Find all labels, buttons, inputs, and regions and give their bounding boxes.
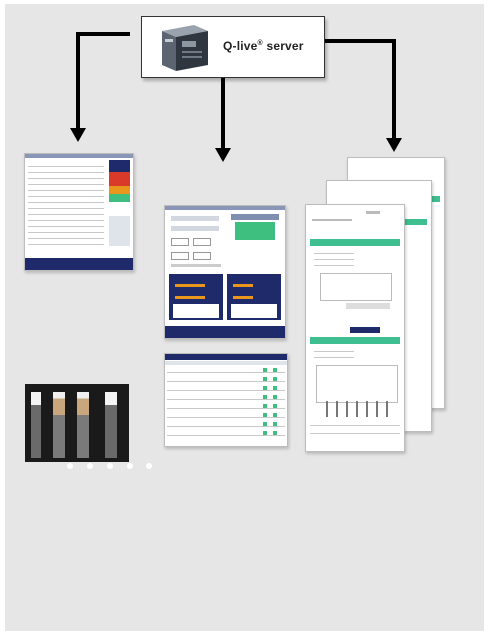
arrow-head-left bbox=[70, 128, 86, 142]
server-label: Q-live® server bbox=[223, 39, 304, 53]
arrow-head-right bbox=[386, 138, 402, 152]
more-dot bbox=[87, 463, 93, 469]
vials-photo bbox=[25, 384, 129, 462]
alert-green bbox=[109, 194, 130, 202]
more-dot bbox=[127, 463, 133, 469]
alert-red bbox=[109, 172, 130, 186]
more-dot bbox=[146, 463, 152, 469]
server-box: Q-live® server bbox=[141, 16, 325, 78]
status-green bbox=[235, 222, 275, 240]
bottom-bar bbox=[25, 258, 133, 270]
side-panel bbox=[109, 216, 130, 246]
patient-detail-screen bbox=[164, 205, 286, 339]
arrow-to-reports bbox=[323, 39, 396, 138]
monitor-list-screen bbox=[24, 153, 134, 271]
results-table-screen bbox=[164, 353, 288, 447]
status-column-green bbox=[263, 368, 267, 440]
panel-left-navy bbox=[169, 274, 223, 320]
alert-orange bbox=[109, 186, 130, 194]
report-page-front bbox=[305, 204, 405, 452]
server-label-suffix: server bbox=[262, 39, 304, 53]
server-label-text: Q-live bbox=[223, 39, 258, 53]
panel-right-navy bbox=[227, 274, 281, 320]
more-dot bbox=[67, 463, 73, 469]
list-rows bbox=[28, 162, 104, 252]
report-header-teal bbox=[310, 239, 400, 246]
server-tower-icon bbox=[162, 25, 208, 71]
report-section-teal bbox=[310, 337, 400, 344]
report-marker-navy bbox=[350, 327, 380, 333]
title-bar bbox=[25, 154, 133, 158]
trademark-symbol: ® bbox=[257, 40, 263, 47]
arrow-head-center bbox=[215, 148, 231, 162]
arrow-to-monitor bbox=[76, 32, 130, 128]
more-dot bbox=[107, 463, 113, 469]
